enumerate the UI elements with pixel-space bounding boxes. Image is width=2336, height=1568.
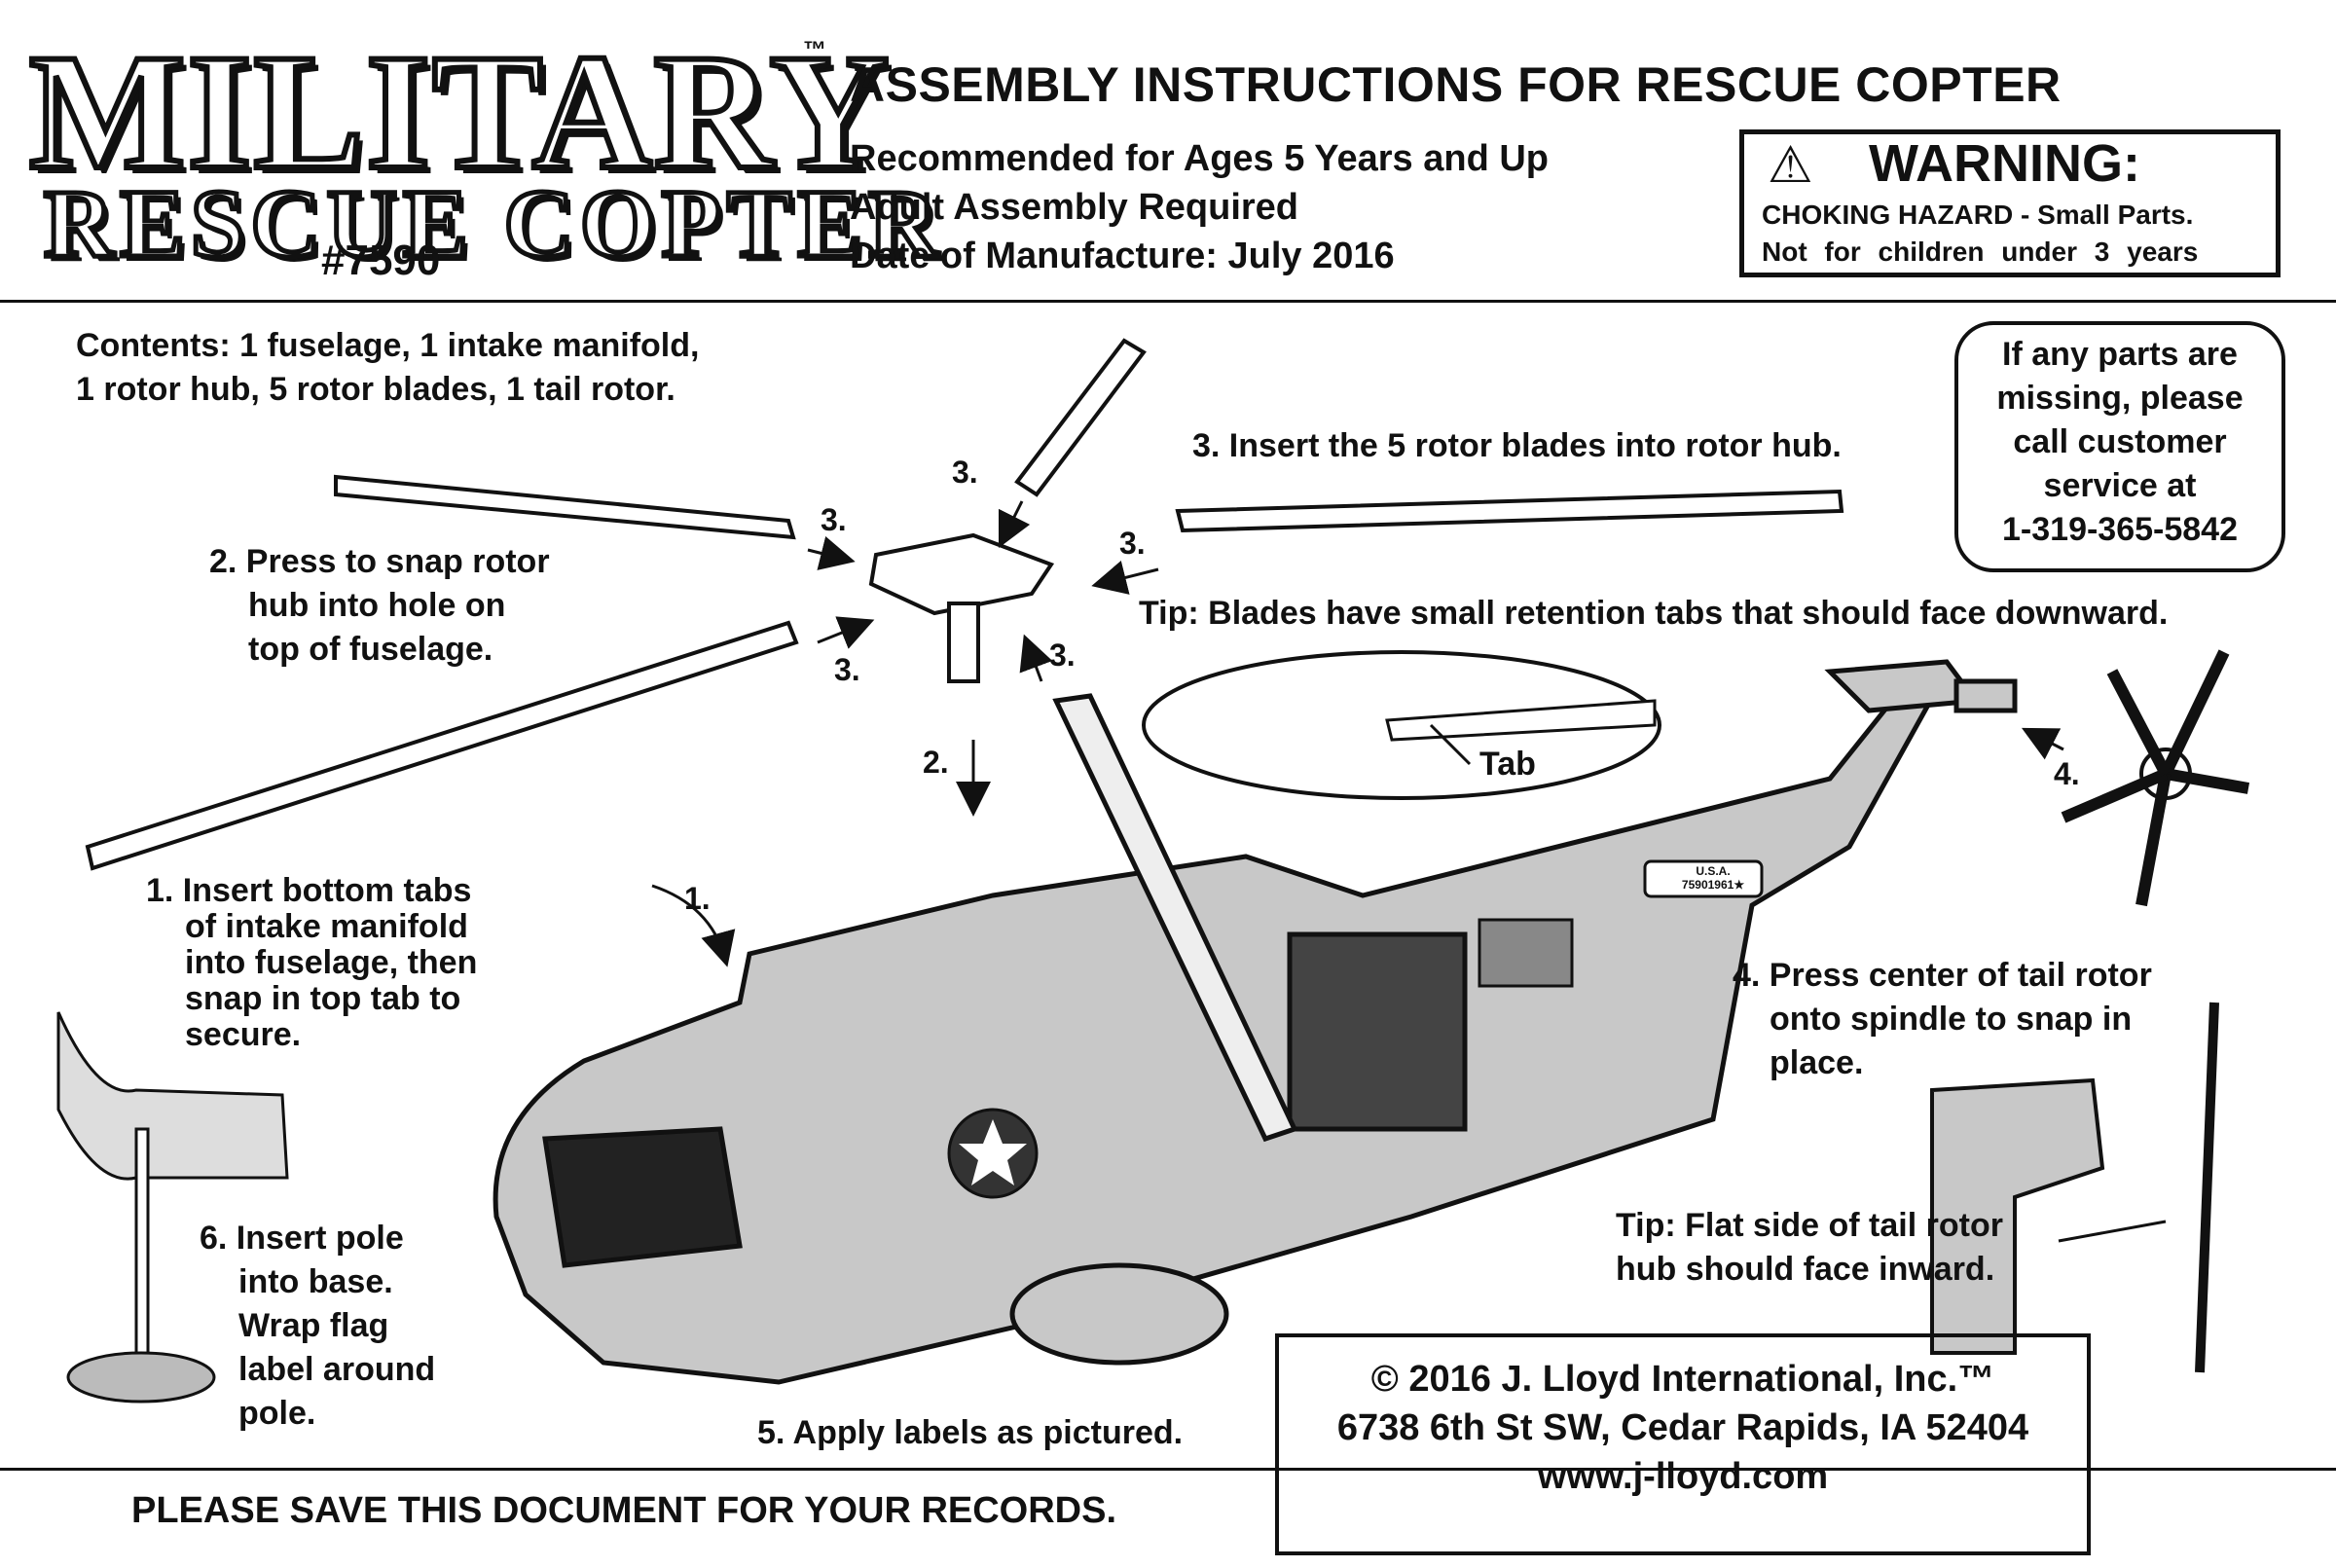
warning-box — [1739, 129, 2281, 277]
marker-3-top: 3. — [952, 455, 978, 490]
contents-line-1: Contents: 1 fuselage, 1 intake manifold, — [76, 327, 700, 364]
page-title: ASSEMBLY INSTRUCTIONS FOR RESCUE COPTER — [850, 57, 2062, 112]
copyright-box — [1275, 1333, 2091, 1555]
customer-service-box — [1954, 321, 2285, 572]
step-6-line-2: into base. — [238, 1263, 393, 1300]
tip-tail-line-1: Tip: Flat side of tail rotor — [1616, 1207, 2003, 1244]
decal-serial: 75901961★ — [1681, 878, 1745, 892]
logo-trademark: ™ — [803, 37, 826, 63]
step-1-line-4: snap in top tab to — [185, 980, 461, 1017]
step-6-line-5: pole. — [238, 1395, 316, 1432]
rotor-hub — [868, 532, 1055, 683]
step-6-line-3: Wrap flag — [238, 1307, 389, 1344]
logo-military: MILITARY — [26, 20, 892, 203]
decal-usa: U.S.A. — [1696, 864, 1731, 878]
warning-title: WARNING: — [1869, 134, 2140, 193]
logo-rescue-copter: RESCUE COPTER — [41, 169, 945, 277]
marker-4: 4. — [2054, 756, 2080, 791]
step-6-line-4: label around — [238, 1351, 436, 1388]
warning-line-2: Not for children under 3 years — [1762, 237, 2199, 267]
warning-line-1: CHOKING HAZARD - Small Parts. — [1762, 200, 2194, 230]
model-number: #7590 — [321, 237, 441, 284]
flag-illustration — [56, 1011, 289, 1404]
step-2-line-1: 2. Press to snap rotor — [209, 543, 550, 580]
step-2-line-3: top of fuselage. — [248, 631, 493, 668]
step-6-line-1: 6. Insert pole — [200, 1220, 404, 1257]
step-5-text: 5. Apply labels as pictured. — [757, 1414, 1184, 1451]
rotor-blades — [85, 338, 1844, 871]
step-1-line-3: into fuselage, then — [185, 944, 478, 981]
tail-rotor — [2061, 649, 2250, 907]
marker-2: 2. — [923, 745, 949, 780]
manufacture-date: Date of Manufacture: July 2016 — [850, 236, 1395, 276]
contents-line-2: 1 rotor hub, 5 rotor blades, 1 tail roto… — [76, 371, 675, 408]
step-3-text: 3. Insert the 5 rotor blades into rotor … — [1192, 427, 1842, 464]
footer-divider — [0, 1468, 2336, 1471]
footer-save-notice: PLEASE SAVE THIS DOCUMENT FOR YOUR RECOR… — [131, 1490, 1117, 1531]
step-1-line-5: secure. — [185, 1016, 302, 1053]
customer-phone: 1-319-365-5842 — [2002, 511, 2238, 548]
serial-decal: U.S.A. 75901961★ — [1660, 864, 1767, 892]
step-4-line-2: onto spindle to snap in — [1770, 1001, 2133, 1038]
ages-text: Recommended for Ages 5 Years and Up — [850, 138, 1550, 179]
copyright-line-1: © 2016 J. Lloyd International, Inc.™ — [1370, 1359, 1995, 1400]
marker-1: 1. — [684, 881, 711, 916]
copyright-website: www.j-lloyd.com — [1537, 1456, 1829, 1497]
customer-line-4: service at — [2043, 467, 2197, 504]
tip-blades: Tip: Blades have small retention tabs th… — [1139, 595, 2169, 632]
marker-3-left: 3. — [821, 502, 847, 537]
assembly-text: Adult Assembly Required — [850, 187, 1299, 228]
warning-triangle-icon: ⚠ — [1768, 137, 1813, 194]
tab-label: Tab — [1479, 746, 1536, 783]
customer-line-1: If any parts are — [2002, 336, 2238, 373]
marker-3-lower-right: 3. — [1049, 638, 1076, 673]
step-4-line-3: place. — [1770, 1044, 1864, 1081]
header-divider — [0, 300, 2336, 303]
customer-line-3: call customer — [2013, 423, 2227, 460]
copyright-address: 6738 6th St SW, Cedar Rapids, IA 52404 — [1336, 1407, 2029, 1448]
customer-line-2: missing, please — [1996, 380, 2244, 417]
tip-tail-line-2: hub should face inward. — [1616, 1251, 1995, 1288]
step-1-line-2: of intake manifold — [185, 908, 468, 945]
marker-3-right: 3. — [1119, 526, 1146, 561]
step-2-line-2: hub into hole on — [248, 587, 506, 624]
step-4-line-1: 4. Press center of tail rotor — [1733, 957, 2152, 994]
step-1-line-1: 1. Insert bottom tabs — [146, 872, 472, 909]
marker-3-lower-left: 3. — [834, 652, 860, 687]
